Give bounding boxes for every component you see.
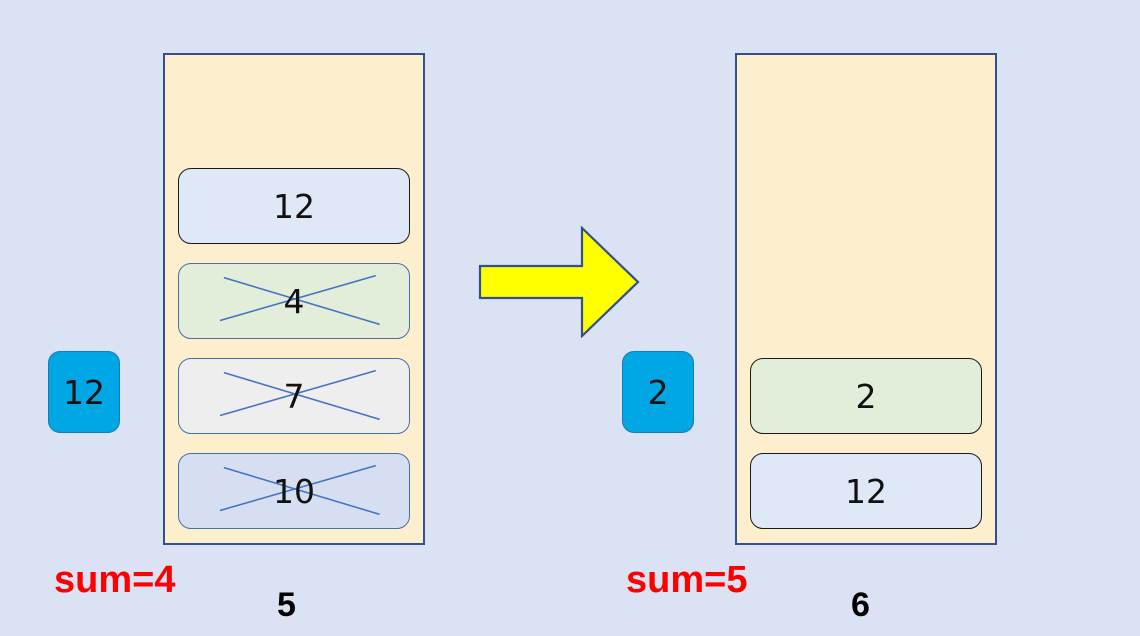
right-arrow-icon — [478, 226, 640, 338]
right-sum-label: sum=5 — [626, 559, 748, 601]
stack-cell: 12 — [750, 453, 982, 529]
stack-cell-value: 2 — [855, 376, 877, 416]
stack-cell: 7 — [178, 358, 410, 434]
left-key-badge: 12 — [48, 351, 120, 433]
stack-cell-value: 4 — [283, 281, 305, 321]
stack-cell: 10 — [178, 453, 410, 529]
left-figure-number: 5 — [277, 586, 296, 624]
stack-cell-value: 12 — [845, 471, 887, 511]
left-stack-panel: 12 4 7 10 — [163, 53, 425, 545]
stack-cell-value: 12 — [273, 186, 315, 226]
stack-cell: 4 — [178, 263, 410, 339]
stack-cell-value: 7 — [283, 376, 305, 416]
right-stack-panel: 2 12 — [735, 53, 997, 545]
stack-cell: 2 — [750, 358, 982, 434]
stack-cell-value: 10 — [273, 471, 315, 511]
stack-cell: 12 — [178, 168, 410, 244]
right-key-badge: 2 — [622, 351, 694, 433]
right-figure-number: 6 — [851, 586, 870, 624]
left-sum-label: sum=4 — [54, 559, 176, 601]
